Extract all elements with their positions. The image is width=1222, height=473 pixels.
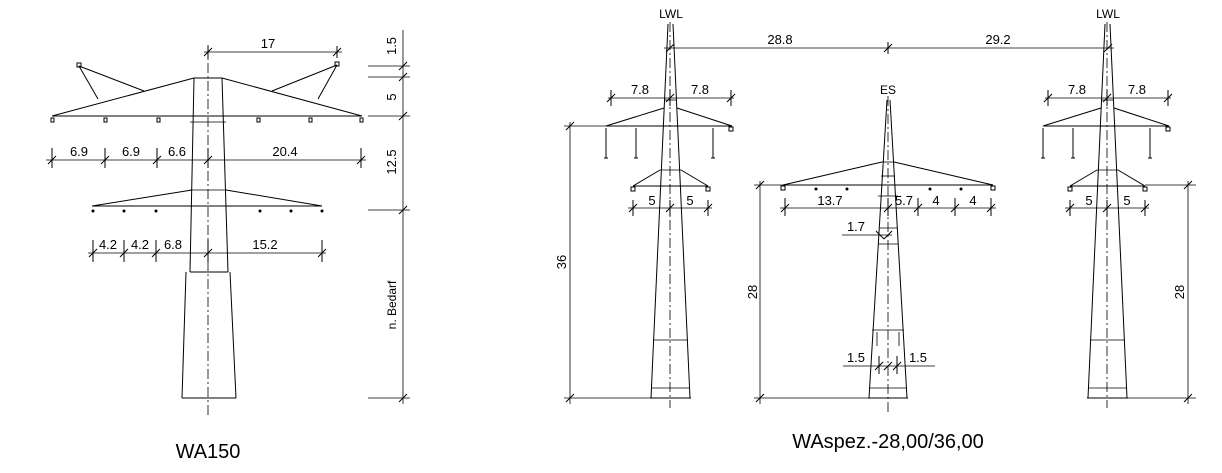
wa150-insulators-upper: [50, 117, 364, 123]
dim-4-a: 4: [932, 193, 939, 208]
wasp-center-tower: ES 13.7 5.7 4: [745, 83, 996, 414]
dim-5-7: 5.7: [895, 193, 913, 208]
dim-4-2-a: 4.2: [99, 237, 117, 252]
wa150-dim-row-low: 4.2 4.2 6.8 15.2: [88, 237, 327, 262]
dim-6-9-a: 6.9: [70, 144, 88, 159]
dim-15-2: 15.2: [252, 237, 277, 252]
wasp-left-tower: LWL 7.8 7.8: [554, 7, 736, 408]
dim-13-7: 13.7: [817, 193, 842, 208]
dim-6-8: 6.8: [164, 237, 182, 252]
dim-1-5-a: 1.5: [847, 350, 865, 365]
dim-right-5-b: 5: [1123, 193, 1130, 208]
label-lwl-left: LWL: [659, 7, 683, 21]
title-waspez: WAspez.-28,00/36,00: [792, 431, 984, 453]
wa150-dim-vertical: 1.5 5 12.5 n. Bedarf: [368, 30, 410, 404]
dim-1-7: 1.7: [847, 219, 865, 234]
dim-left-5-b: 5: [686, 193, 693, 208]
wa150-dim-row-mid: 6.9 6.9 6.6 20.4: [46, 144, 366, 168]
dim-height-28-center: 28: [745, 285, 760, 299]
label-es: ES: [880, 83, 896, 97]
label-lwl-right: LWL: [1096, 7, 1120, 21]
dim-height-36: 36: [554, 255, 569, 269]
wa150-dim-top: 17: [203, 36, 342, 58]
dim-20-4: 20.4: [272, 144, 297, 159]
dim-left-7-8-a: 7.8: [631, 82, 649, 97]
dim-left-5-a: 5: [648, 193, 655, 208]
dim-6-6: 6.6: [168, 144, 186, 159]
dim-1-5: 1.5: [384, 37, 399, 55]
dim-right-7-8-a: 7.8: [1068, 82, 1086, 97]
dim-6-9-b: 6.9: [122, 144, 140, 159]
wa150-insulators-lower: [91, 209, 324, 213]
dim-span-28-8: 28.8: [767, 32, 792, 47]
dim-height-28-right: 28: [1172, 285, 1187, 299]
dim-left-7-8-b: 7.8: [691, 82, 709, 97]
dim-12-5: 12.5: [384, 149, 399, 174]
wasp-span-dim: 28.8 29.2: [664, 32, 1114, 54]
dim-17: 17: [261, 36, 275, 51]
wasp-right-tower: LWL 7.8 7.8: [1041, 7, 1196, 408]
dim-1-5-b: 1.5: [909, 350, 927, 365]
dim-4-b: 4: [969, 193, 976, 208]
dim-span-29-2: 29.2: [985, 32, 1010, 47]
dim-5: 5: [384, 93, 399, 100]
title-wa150: WA150: [176, 441, 241, 463]
dim-4-2-b: 4.2: [131, 237, 149, 252]
wa150-tower: 17 6.9 6.9 6.6 20.4: [46, 30, 410, 463]
dim-n-bedarf: n. Bedarf: [385, 280, 399, 329]
dim-right-7-8-b: 7.8: [1128, 82, 1146, 97]
dim-right-5-a: 5: [1085, 193, 1092, 208]
